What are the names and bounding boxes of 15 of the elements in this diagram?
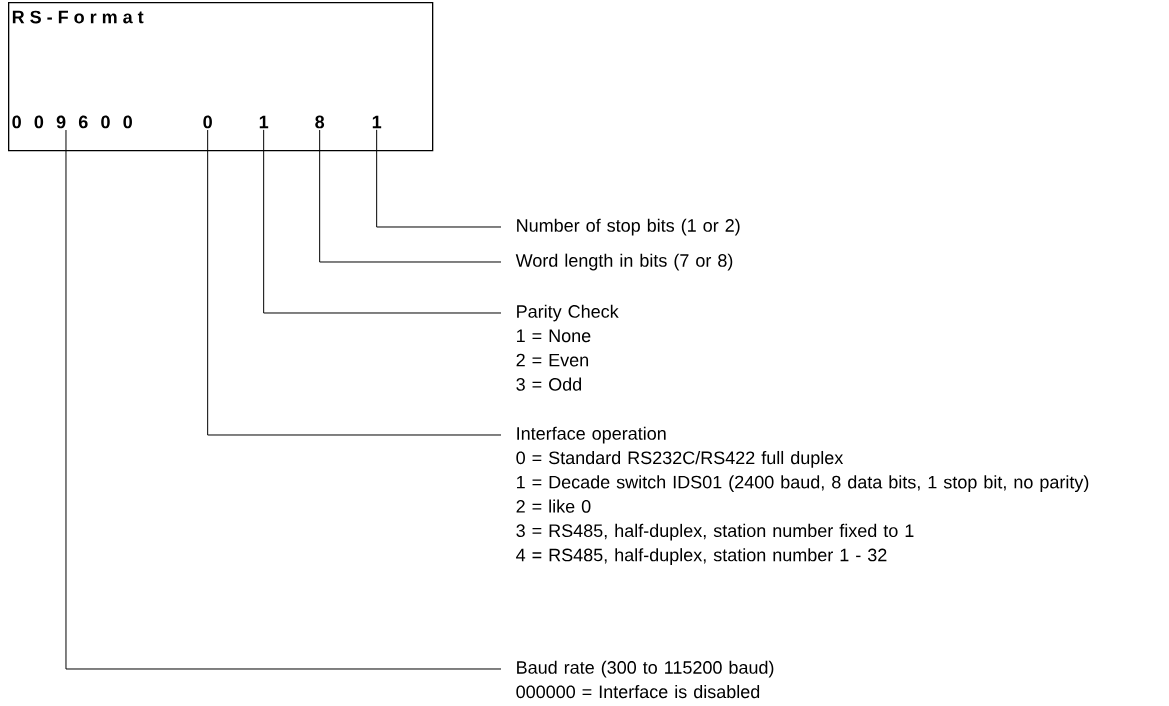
description-text: Parity Check 1 = None 2 = Even 3 = Odd bbox=[516, 304, 619, 391]
digit-group: 0 0 9 6 0 0 bbox=[12, 115, 132, 129]
digit-group: 8 bbox=[315, 115, 325, 129]
leader-line bbox=[376, 129, 502, 228]
description-text: Interface operation 0 = Standard RS232C/RS422 full duplex 1 = Decade switch IDS01 (2400 baud, 8 data bits, 1 stop bit, no parity) 2 = like 0 3 = RS485, half-duplex, station number fixed to 1 4 = RS485, half-duplex, station number 1 - 32 bbox=[516, 426, 1089, 565]
description-text: Word length in bits (7 or 8) bbox=[515, 253, 733, 271]
leader-line bbox=[207, 129, 502, 436]
description-text: Number of stop bits (1 or 2) bbox=[517, 218, 740, 236]
leader-line bbox=[263, 129, 502, 314]
description-text: Baud rate (300 to 115200 baud) 000000 = Interface is disabled bbox=[516, 660, 774, 699]
digit-group: 1 bbox=[372, 115, 382, 129]
leader-line bbox=[319, 129, 502, 263]
leader-line bbox=[65, 129, 502, 670]
digit-group: 1 bbox=[259, 115, 269, 129]
digit-group: 0 bbox=[203, 115, 212, 129]
